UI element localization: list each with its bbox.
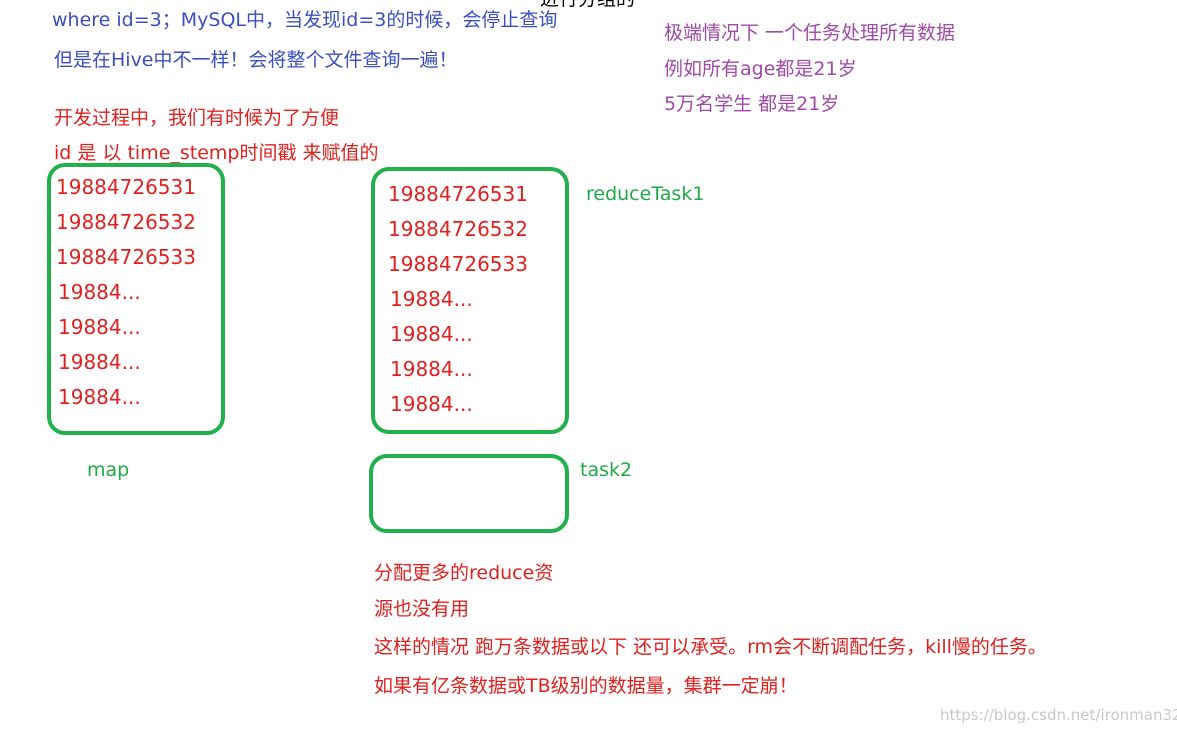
list-item: 19884... (390, 357, 473, 381)
task2-box (369, 454, 569, 533)
note-more-reduce: 分配更多的reduce资 (374, 562, 554, 584)
note-tolerable-small: 这样的情况 跑万条数据或以下 还可以承受。rm会不断调配任务，kill慢的任务。 (374, 636, 1047, 658)
reduce-id-list: 19884726531 19884726532 19884726533 1988… (388, 177, 528, 422)
list-item: 19884... (58, 385, 141, 409)
map-label: map (87, 459, 130, 481)
task2-label: task2 (580, 459, 633, 481)
watermark: https://blog.csdn.net/ironman321 (940, 706, 1177, 724)
note-extreme-case: 极端情况下 一个任务处理所有数据 (664, 22, 956, 44)
list-item: 19884726532 (56, 210, 196, 234)
list-item: 19884... (58, 280, 141, 304)
list-item: 19884... (390, 322, 473, 346)
note-cluster-crash: 如果有亿条数据或TB级别的数据量，集群一定崩！ (374, 675, 798, 697)
map-box (47, 163, 225, 435)
note-all-age-21: 例如所有age都是21岁 (664, 58, 857, 80)
list-item: 19884... (58, 350, 141, 374)
list-item: 19884726531 (388, 182, 528, 206)
list-item: 19884... (390, 287, 473, 311)
reduce-task1-label: reduceTask1 (586, 183, 705, 205)
list-item: 19884726533 (56, 245, 196, 269)
list-item: 19884... (390, 392, 473, 416)
note-dev-convenience: 开发过程中，我们有时候为了方便 (54, 107, 340, 129)
reduce-task1-box (371, 167, 569, 434)
list-item: 19884726531 (56, 175, 196, 199)
list-item: 19884... (58, 315, 141, 339)
list-item: 19884726533 (388, 252, 528, 276)
cut-off-text: 进行分组的 (540, 0, 635, 9)
note-where-mysql: where id=3；MySQL中，当发现id=3的时候，会停止查询 (52, 9, 558, 31)
map-id-list: 19884726531 19884726532 19884726533 1988… (56, 170, 196, 415)
note-hive-full-scan: 但是在Hive中不一样！会将整个文件查询一遍！ (54, 49, 458, 71)
note-no-use: 源也没有用 (374, 598, 470, 620)
note-50k-students: 5万名学生 都是21岁 (664, 93, 840, 115)
list-item: 19884726532 (388, 217, 528, 241)
note-id-timestamp: id 是 以 time_stemp时间戳 来赋值的 (54, 142, 379, 164)
